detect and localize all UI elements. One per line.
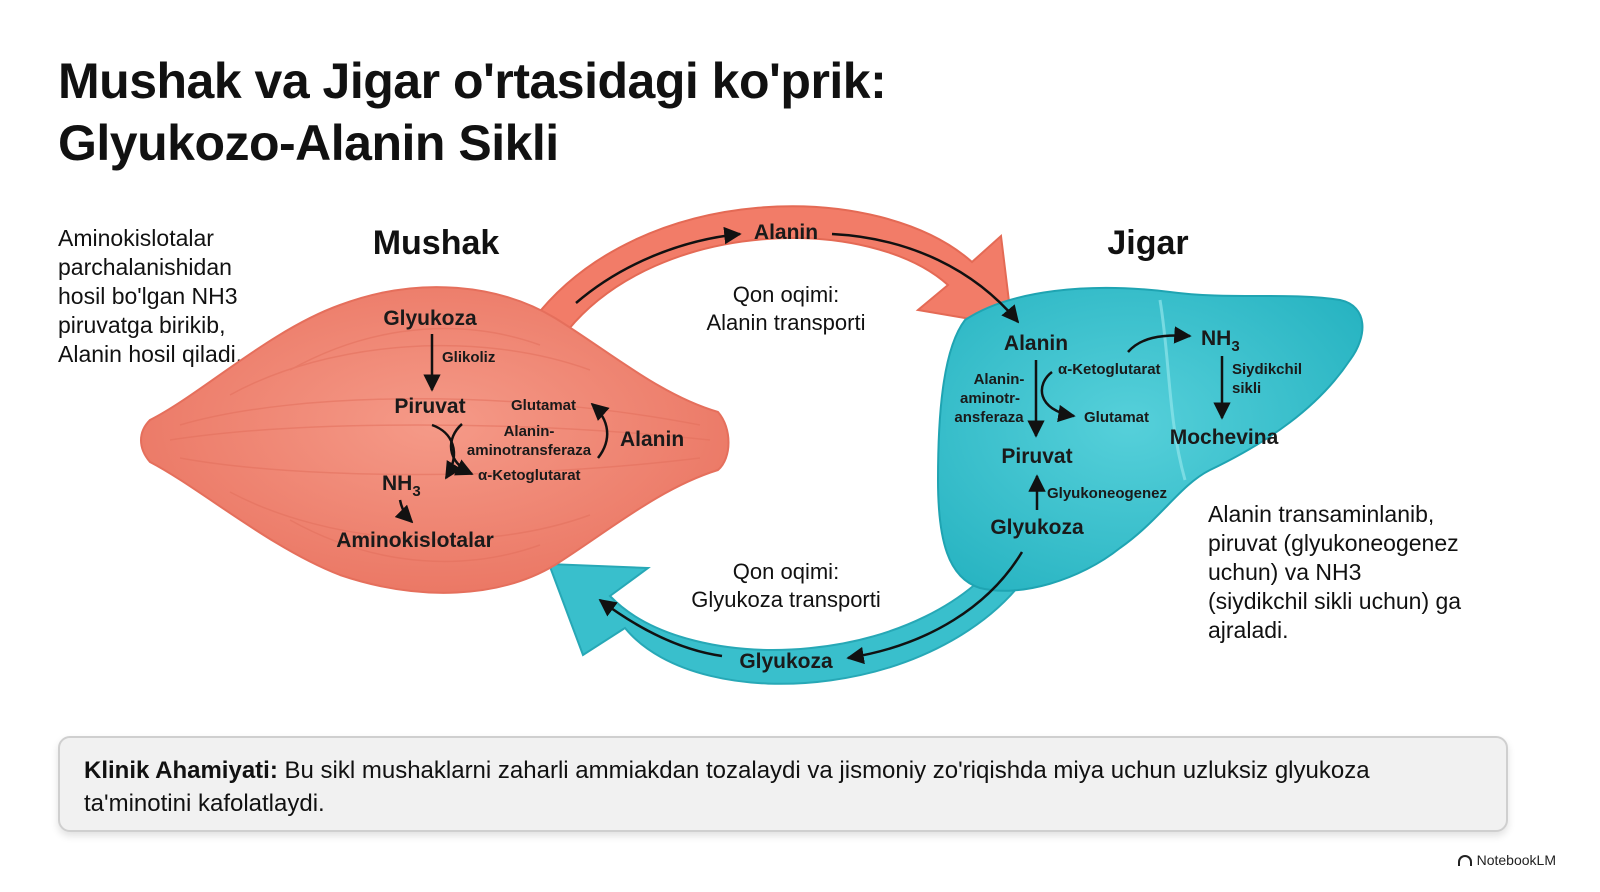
liver-glutamat: Glutamat [1084, 409, 1149, 426]
liver-enzyme-2: aminotr- [960, 390, 1020, 407]
bottom-flow-arrow-out [598, 598, 723, 658]
muscle-glikoliz: Glikoliz [442, 349, 495, 366]
liver-title: Jigar [1107, 224, 1188, 262]
bottom-flow-caption-2: Glyukoza transporti [691, 587, 881, 612]
liver-nh3-sub: 3 [1231, 338, 1239, 355]
bottom-flow-caption-1: Qon oqimi: [733, 559, 839, 584]
liver-piruvat: Piruvat [1001, 445, 1072, 468]
brand-name: NotebookLM [1476, 852, 1556, 868]
right-note-line: (siydikchil sikli uchun) ga [1208, 588, 1462, 614]
notebooklm-logo-icon [1457, 854, 1472, 866]
liver-siydikchil-2: sikli [1232, 380, 1261, 397]
nh3-arrow [394, 499, 414, 524]
muscle-organ [140, 286, 730, 594]
muscle-glyukoza: Glyukoza [383, 307, 477, 330]
left-note: Aminokislotalar parchalanishidan hosil b… [58, 224, 242, 369]
transamination-arrow-1 [431, 423, 462, 480]
ketoglutarat-nh3-arrow [1127, 326, 1192, 353]
muscle-nh3-text: NH [382, 472, 412, 495]
muscle-glutamat: Glutamat [511, 397, 576, 414]
muscle-nh3: NH3 [382, 472, 421, 500]
left-note-line: hosil bo'lgan NH3 [58, 283, 238, 309]
brand-footer: NotebookLM [1457, 852, 1556, 868]
left-note-line: Alanin hosil qiladi. [58, 341, 243, 367]
title-line-1: Mushak va Jigar o'rtasidagi ko'prik: [58, 53, 887, 109]
muscle-nh3-sub: 3 [412, 483, 420, 500]
right-note: Alanin transaminlanib, piruvat (glyukone… [1208, 500, 1461, 645]
muscle-piruvat: Piruvat [394, 395, 465, 418]
top-flow-arrow-out [831, 232, 1020, 324]
muscle-title: Mushak [373, 224, 500, 262]
muscle-aminokislotalar: Aminokislotalar [336, 529, 494, 552]
left-note-line: Aminokislotalar [58, 225, 214, 251]
bottom-flow-arrow-in [846, 551, 1024, 665]
page-title: Mushak va Jigar o'rtasidagi ko'prik: Gly… [58, 50, 887, 174]
liver-nh3: NH3 [1201, 327, 1240, 355]
liver-ketoglutarat: α-Ketoglutarat [1058, 361, 1161, 378]
right-note-line: ajraladi. [1208, 617, 1289, 643]
top-flow-caption-1: Qon oqimi: [733, 282, 839, 307]
right-note-line: piruvat (glyukoneogenez [1208, 530, 1459, 556]
liver-nh3-text: NH [1201, 327, 1231, 350]
left-note-line: parchalanishidan [58, 254, 232, 280]
right-note-line: uchun) va NH3 [1208, 559, 1362, 585]
clinical-label: Klinik Ahamiyati: [84, 757, 278, 784]
muscle-enzyme-1: Alanin- [504, 423, 555, 440]
liver-organ [936, 286, 1364, 592]
liver-siydikchil-1: Siydikchil [1232, 361, 1302, 378]
liver-alanin: Alanin [1004, 332, 1068, 355]
muscle-ketoglutarat: α-Ketoglutarat [478, 467, 581, 484]
top-flow-arrow-in [575, 226, 742, 304]
liver-enzyme-3: ansferaza [954, 409, 1024, 426]
liver-glutamat-arrow [1040, 371, 1076, 423]
top-flow-caption-2: Alanin transporti [707, 310, 866, 335]
liver-glyukoza: Glyukoza [990, 516, 1084, 539]
clinical-text: Bu sikl mushaklarni zaharli ammiakdan to… [84, 757, 1370, 817]
liver-enzyme-1: Alanin- [974, 371, 1025, 388]
right-note-line: Alanin transaminlanib, [1208, 501, 1435, 527]
title-line-2: Glyukozo-Alanin Sikli [58, 115, 559, 171]
transamination-arrow-2 [449, 423, 474, 476]
clinical-significance-box: Klinik Ahamiyati: Bu sikl mushaklarni za… [58, 736, 1508, 832]
glutamat-arrow [590, 402, 610, 459]
top-flow-label: Alanin [754, 221, 818, 244]
liver-glyukoneogenez: Glyukoneogenez [1047, 485, 1167, 502]
bottom-flow-label: Glyukoza [739, 650, 833, 673]
left-note-line: piruvatga birikib, [58, 312, 226, 338]
muscle-alanin: Alanin [620, 428, 684, 451]
muscle-enzyme-2: aminotransferaza [467, 442, 592, 459]
liver-mochevina: Mochevina [1170, 426, 1279, 449]
top-transport-arrow [531, 205, 1014, 332]
